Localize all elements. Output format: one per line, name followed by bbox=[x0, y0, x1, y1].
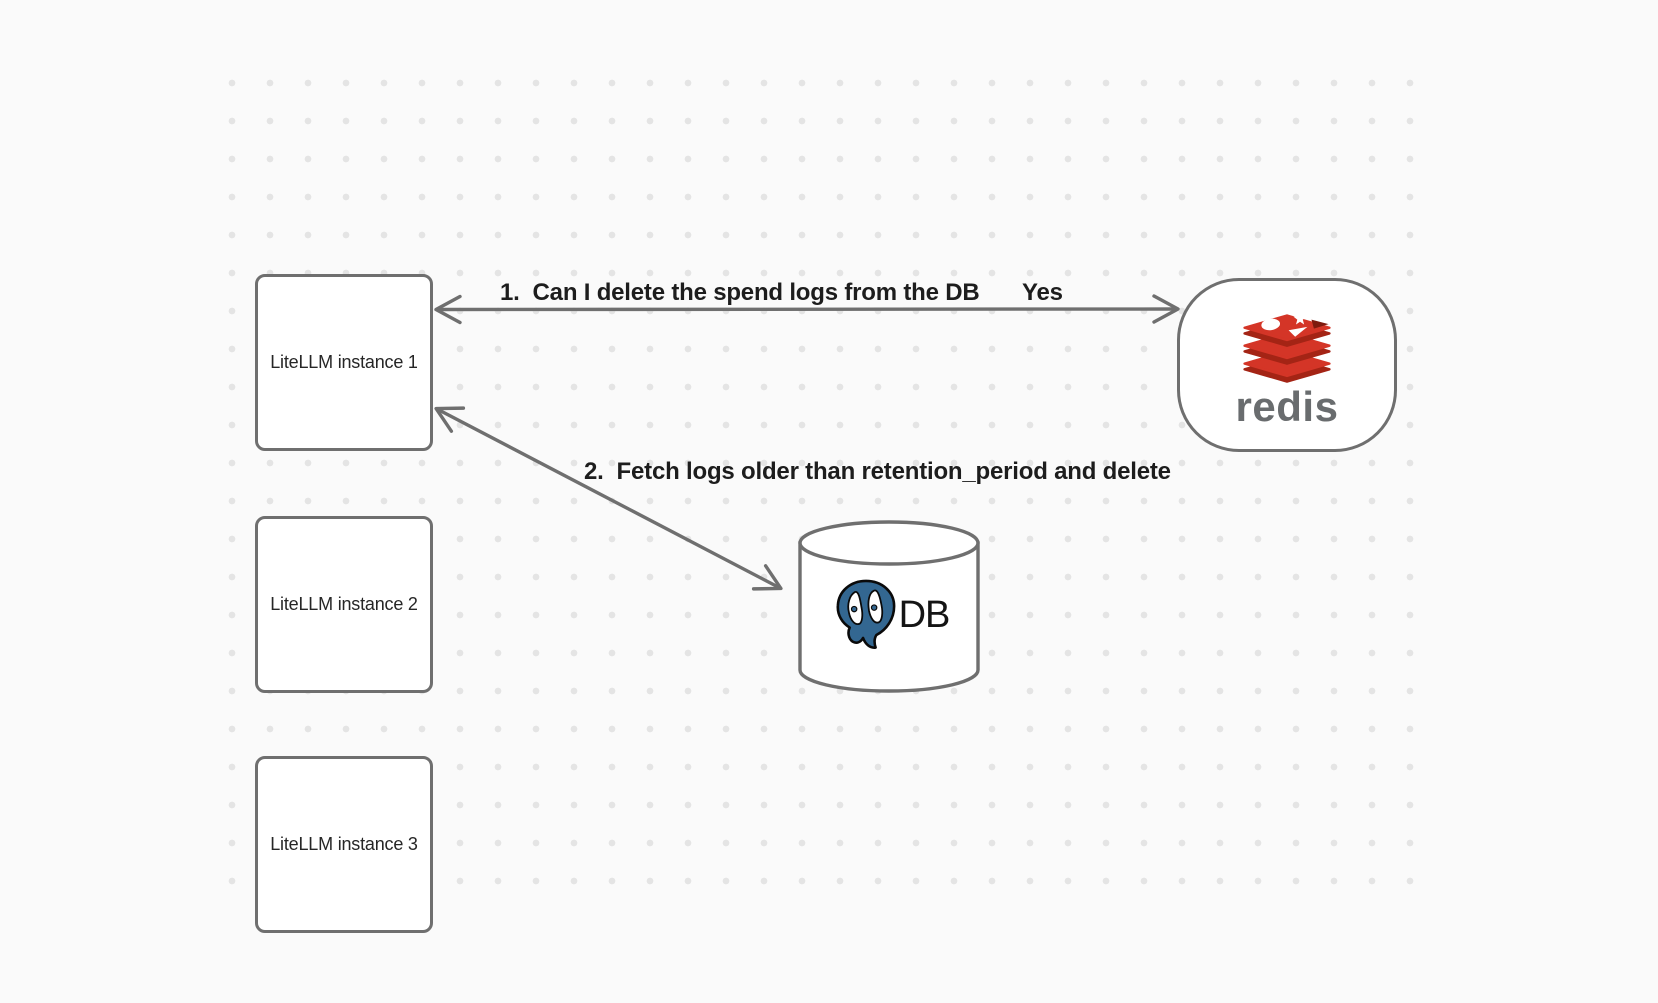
node-label: LiteLLM instance 2 bbox=[270, 594, 418, 614]
node-litellm-instance-3[interactable]: LiteLLM instance 3 bbox=[255, 756, 433, 933]
redis-logo-icon bbox=[1243, 311, 1331, 383]
node-label: LiteLLM instance 3 bbox=[270, 834, 418, 854]
edge-label-delete-spend-logs[interactable]: 1. Can I delete the spend logs from the … bbox=[500, 279, 980, 306]
node-db[interactable]: DB bbox=[796, 519, 982, 695]
node-redis[interactable]: redis bbox=[1177, 278, 1397, 452]
postgresql-elephant-icon bbox=[836, 579, 896, 649]
node-label: LiteLLM instance 1 bbox=[270, 352, 418, 372]
db-content: DB bbox=[796, 577, 982, 653]
node-litellm-instance-2[interactable]: LiteLLM instance 2 bbox=[255, 516, 433, 693]
dot-grid-background bbox=[218, 70, 1414, 886]
edge-label-yes[interactable]: Yes bbox=[1022, 279, 1063, 306]
redis-wordmark: redis bbox=[1235, 382, 1339, 430]
edge-label-fetch-logs[interactable]: 2. Fetch logs older than retention_perio… bbox=[584, 458, 1171, 485]
node-litellm-instance-1[interactable]: LiteLLM instance 1 bbox=[255, 274, 433, 451]
db-label: DB bbox=[898, 594, 951, 636]
